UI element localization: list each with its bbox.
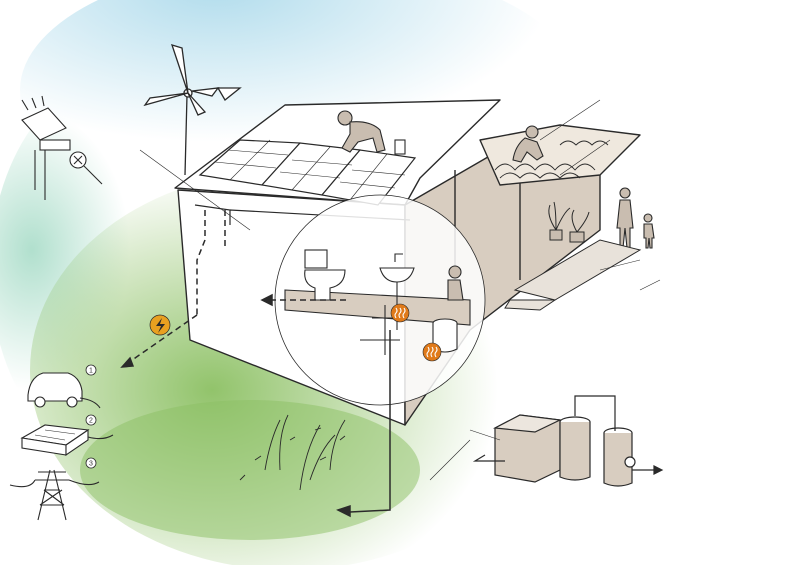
legend-item-2: 2: [20, 414, 114, 457]
legend-item-1: 1: [27, 364, 101, 409]
leader-lines: [139, 99, 661, 481]
heat-wave-icon: [422, 342, 442, 362]
seated-person-figure: [447, 265, 464, 301]
battery-storage-icon: [20, 424, 114, 457]
green-roof: [479, 124, 641, 186]
legend-number-1: 1: [89, 368, 93, 375]
energy-usage-legend: 1 2 3: [9, 364, 114, 521]
shrubs: [239, 414, 346, 491]
water-treatment-system: [472, 395, 664, 487]
electric-car-icon: [27, 372, 101, 409]
legend-number-2: 2: [89, 418, 93, 425]
power-grid-pylon-icon: [9, 469, 100, 521]
family-figures: [616, 187, 655, 249]
wind-turbine-icon: [143, 44, 242, 176]
legend-number-3: 3: [89, 461, 93, 468]
interior-magnifier: [274, 194, 486, 406]
heat-wave-icon: [390, 303, 410, 323]
water-heater-icon: [432, 318, 458, 353]
green-roof-plants: [494, 140, 609, 179]
potted-plants: [548, 201, 590, 243]
electric-conduit: [120, 210, 391, 518]
roof-worker-figure: [337, 110, 406, 155]
legend-item-3: 3: [9, 457, 100, 521]
solar-collector-icon: [21, 95, 103, 200]
walkway: [504, 239, 642, 311]
lightning-bolt-icon: [149, 314, 171, 336]
gardener-figure: [512, 125, 544, 163]
